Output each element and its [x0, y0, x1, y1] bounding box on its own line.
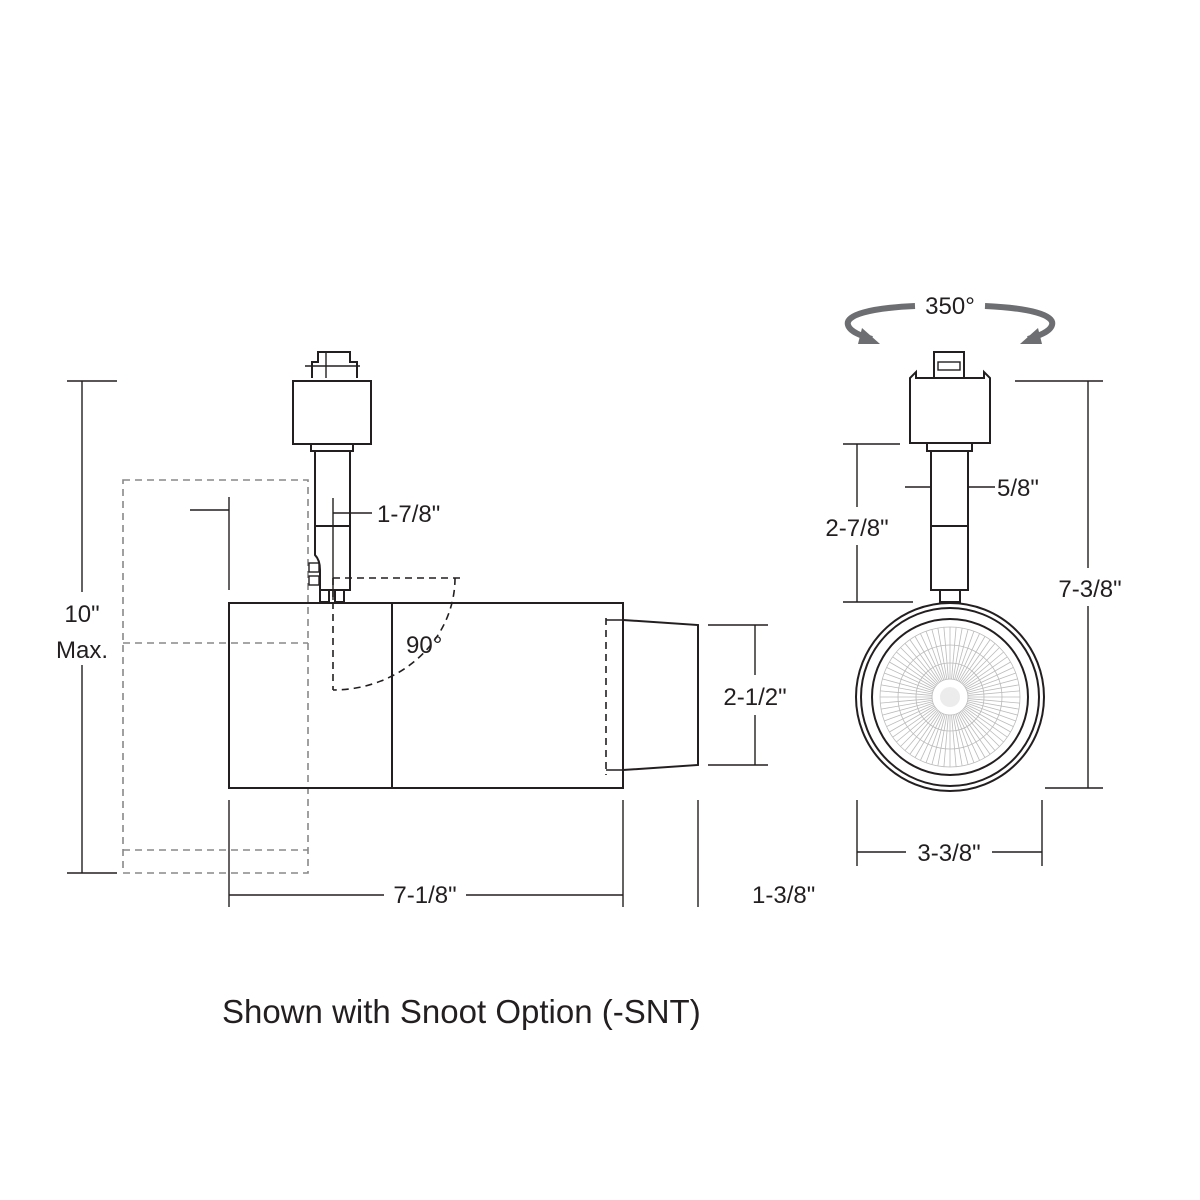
- lens-ray: [957, 713, 980, 761]
- lens-ray: [967, 701, 1018, 716]
- lens-ray: [882, 701, 933, 716]
- dim-snoot-length-label: 1-3/8": [752, 882, 815, 909]
- lens-ray: [880, 698, 933, 704]
- rotated-ghost-outline: [122, 479, 309, 874]
- lens-ray: [959, 639, 991, 683]
- lens-ray: [967, 699, 1020, 710]
- lens-ray: [909, 639, 941, 683]
- lens-ray: [909, 711, 941, 755]
- lens-ray: [904, 710, 939, 751]
- lens-ray: [966, 702, 1016, 722]
- lens-ray: [920, 633, 943, 681]
- side-view: 90° 1-7/8" 10" Max. 2-1/2" 7-1/8" 1-3/8": [56, 351, 815, 909]
- lens-ray: [957, 633, 980, 681]
- lens-ray: [952, 714, 963, 767]
- lens-ray: [966, 667, 1014, 690]
- lens-ray: [892, 656, 936, 688]
- lens-ray: [937, 627, 948, 680]
- caption: Shown with Snoot Option (-SNT): [222, 993, 701, 1030]
- lens-ray: [880, 690, 933, 696]
- lens-ray: [951, 714, 957, 767]
- track-adapter-box-front: [909, 369, 991, 444]
- lens-ray: [925, 631, 945, 681]
- lens-head: [855, 602, 1045, 792]
- lens-ray: [920, 713, 943, 761]
- lens-ray: [962, 709, 1000, 747]
- lens-ray: [889, 661, 935, 689]
- lens-ray: [880, 684, 933, 695]
- lens-ray: [889, 705, 935, 733]
- track-connector: [305, 351, 360, 378]
- lens-ray: [961, 643, 996, 684]
- dim-total-height-label: 7-3/8": [1058, 576, 1121, 603]
- lens-ray: [896, 651, 937, 686]
- lens-ray: [882, 678, 933, 693]
- lens-ray: [943, 627, 949, 680]
- lens-ray: [954, 714, 969, 765]
- lens-ray: [931, 629, 946, 680]
- lens-ray: [959, 711, 991, 755]
- dim-snoot-diameter-label: 2-1/2": [723, 684, 786, 711]
- lens-ray: [904, 643, 939, 684]
- lens-ray: [966, 704, 1014, 727]
- tilt-angle-indicator: [332, 577, 465, 691]
- lens-ray: [896, 708, 937, 743]
- dim-height-value: 10": [64, 601, 99, 628]
- front-view: 350° 5/8" 2-7/8": [825, 293, 1121, 867]
- dim-height-note: Max.: [56, 637, 108, 664]
- lens-ray: [914, 712, 942, 758]
- lens-ray: [963, 708, 1004, 743]
- lens-ray: [900, 647, 938, 685]
- lens-ray: [966, 672, 1016, 692]
- dim-stem-width-label: 5/8": [997, 475, 1039, 502]
- lens-ray: [884, 702, 934, 722]
- lens-ray: [925, 713, 945, 763]
- lens-ray: [958, 636, 986, 682]
- lens-ray: [961, 710, 996, 751]
- dim-length-label: 7-1/8": [393, 882, 456, 909]
- snoot: [622, 619, 699, 771]
- dim-diameter-label: 3-3/8": [917, 840, 980, 867]
- stem: [308, 451, 351, 603]
- lens-ray: [964, 656, 1008, 688]
- rotation-arrows: [844, 303, 1056, 344]
- lens-ray: [880, 699, 933, 710]
- dim-angle-label: 90°: [406, 632, 442, 659]
- lens-ray: [962, 647, 1000, 685]
- dim-stem-label: 1-7/8": [377, 501, 440, 528]
- lens-ray: [954, 629, 969, 680]
- lens-ray: [914, 636, 942, 682]
- lens-ray: [884, 672, 934, 692]
- lens-ray: [955, 631, 975, 681]
- lens-ray: [892, 706, 936, 738]
- track-adapter-box: [292, 380, 372, 445]
- lens-ray: [943, 714, 949, 767]
- lens-ray: [955, 713, 975, 763]
- lens-ray: [967, 698, 1020, 704]
- lens-ray: [967, 678, 1018, 693]
- rotation-label: 350°: [925, 293, 975, 320]
- lens-ray: [931, 714, 946, 765]
- lens-ray: [963, 651, 1004, 686]
- lens-ray: [900, 709, 938, 747]
- dim-stem-height-label: 2-7/8": [825, 515, 888, 542]
- lens-ray: [967, 690, 1020, 696]
- stem-front: [930, 450, 969, 591]
- lens-ray: [886, 704, 934, 727]
- lens-ray: [937, 714, 948, 767]
- lens-ray: [886, 667, 934, 690]
- lens-ray: [951, 627, 957, 680]
- lens-ray: [952, 627, 963, 680]
- lens-ray: [965, 705, 1011, 733]
- lens-ray: [964, 706, 1008, 738]
- lens-ray: [967, 684, 1020, 695]
- fixture-body: [228, 602, 624, 789]
- lens-ray: [958, 712, 986, 758]
- lens-ray: [965, 661, 1011, 689]
